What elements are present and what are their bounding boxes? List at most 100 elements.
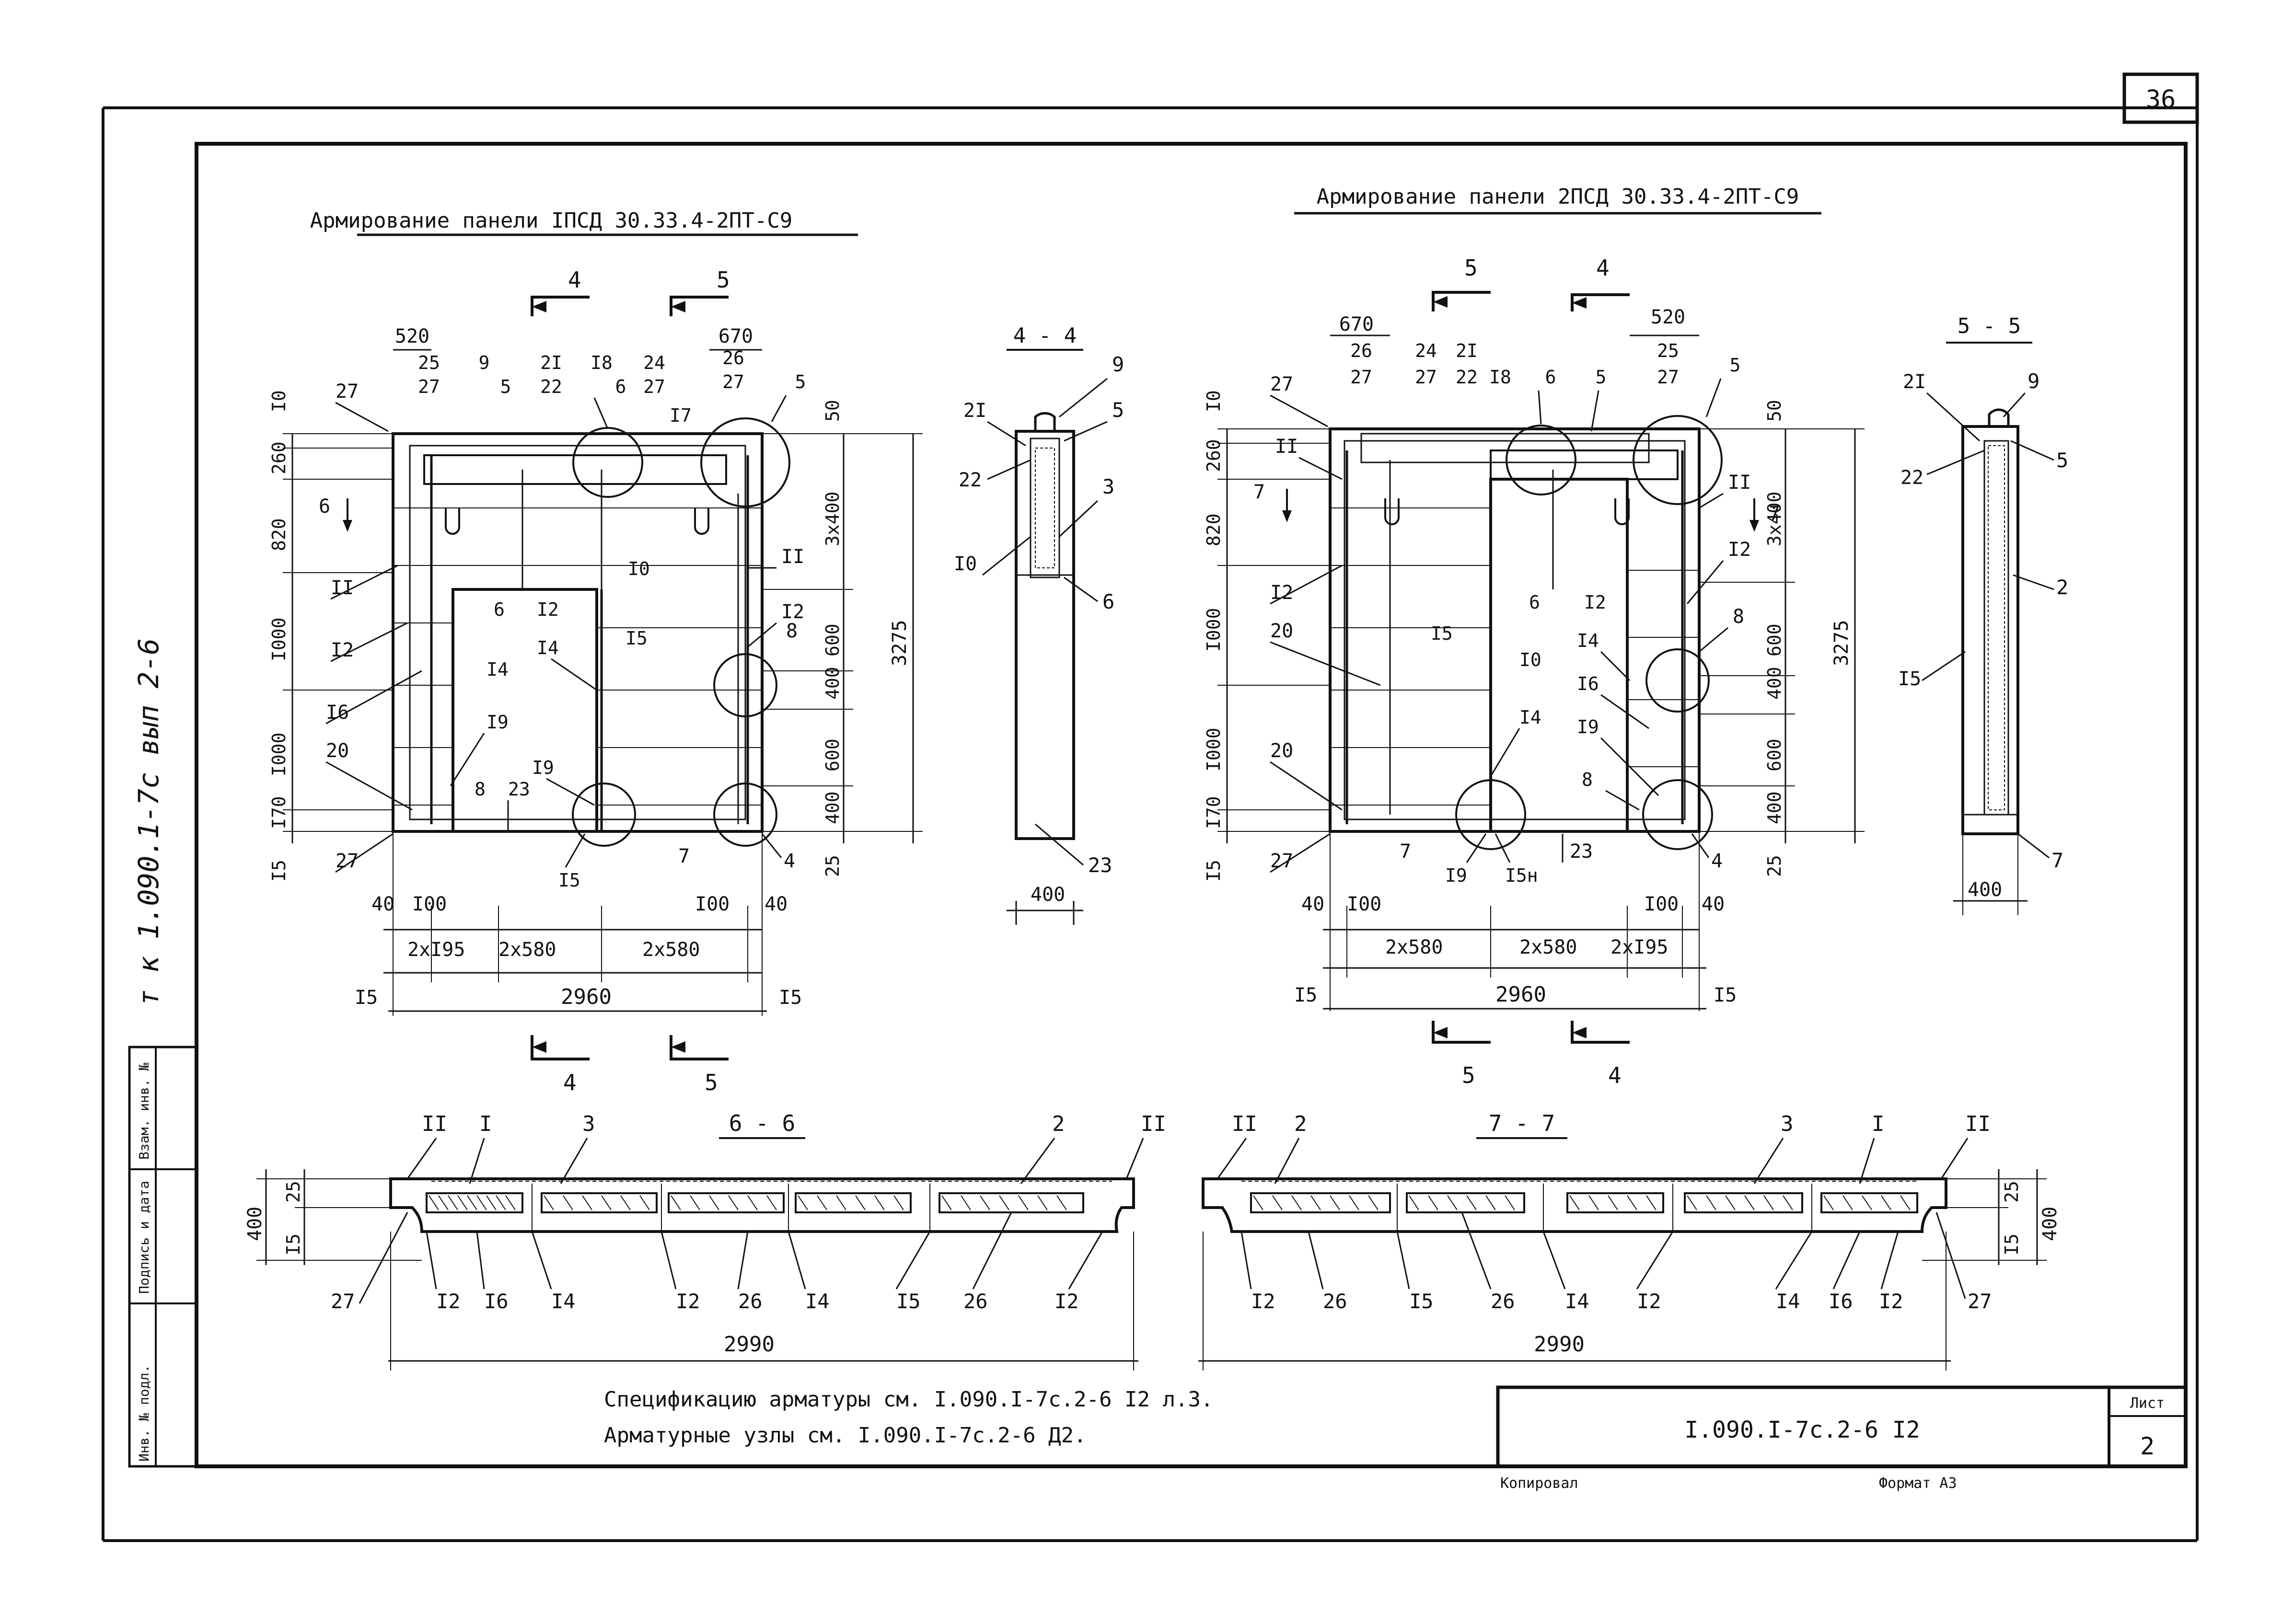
panel-left-bottom-dims: 40 I00 2xI95 2x580 2x580 I00 40 2960 I5 … (355, 831, 802, 1016)
svg-text:26: 26 (1491, 1290, 1515, 1313)
svg-text:27: 27 (1657, 367, 1679, 388)
svg-text:2960: 2960 (561, 985, 612, 1009)
svg-text:400: 400 (1764, 667, 1785, 700)
svg-text:I5: I5 (1898, 668, 1921, 690)
svg-text:27: 27 (1968, 1290, 1992, 1313)
svg-text:40: 40 (371, 893, 394, 915)
title-sheet-number: 2 (2140, 1432, 2155, 1460)
svg-text:I0: I0 (1203, 390, 1224, 412)
svg-text:22: 22 (959, 469, 982, 491)
svg-text:I000: I000 (1203, 608, 1224, 652)
svg-text:400: 400 (822, 667, 843, 700)
svg-text:7: 7 (1400, 841, 1411, 863)
svg-text:I0: I0 (1519, 649, 1541, 670)
panel-left-side-labels: 27 II I2 I6 20 27 (325, 380, 422, 873)
note-spec: Спецификацию арматуры см. I.090.I-7с.2-6… (604, 1387, 1214, 1412)
title-copied: Копировал (1500, 1475, 1578, 1492)
svg-text:3x400: 3x400 (822, 492, 843, 546)
svg-text:260: 260 (268, 441, 290, 474)
svg-text:520: 520 (1651, 306, 1685, 328)
section-7-7-top-labels: II 2 3 I II (1217, 1112, 1991, 1184)
svg-text:27: 27 (336, 380, 359, 403)
note-nodes: Арматурные узлы см. I.090.I-7с.2-6 Д2. (604, 1423, 1087, 1448)
svg-text:7: 7 (2051, 849, 2063, 872)
svg-text:5: 5 (2056, 449, 2068, 472)
side-label-repl: Взам. инв. № (136, 1063, 152, 1160)
title-sheet-label: Лист (2130, 1395, 2165, 1412)
svg-text:5: 5 (500, 376, 511, 397)
svg-text:26: 26 (722, 347, 744, 369)
section-4-4-title: 4 - 4 (1013, 323, 1077, 348)
svg-text:I9: I9 (1445, 865, 1467, 886)
svg-text:I5: I5 (1431, 623, 1453, 644)
svg-text:II: II (422, 1112, 447, 1136)
svg-text:I0: I0 (268, 390, 290, 412)
svg-text:2I: 2I (963, 400, 986, 422)
panel-left-top-dims: 520 670 25 27 9 2I 22 I8 24 27 26 27 5 6… (393, 325, 806, 429)
svg-text:670: 670 (1339, 313, 1374, 335)
svg-text:4: 4 (563, 1070, 577, 1095)
svg-text:I5: I5 (1294, 984, 1317, 1006)
svg-text:I00: I00 (695, 893, 730, 915)
svg-text:6: 6 (494, 599, 505, 620)
section-7-7-insulation (1250, 1192, 1918, 1213)
svg-text:I2: I2 (436, 1290, 461, 1313)
svg-text:I8: I8 (1489, 367, 1511, 388)
svg-text:I2: I2 (1584, 592, 1606, 613)
svg-text:2990: 2990 (724, 1332, 775, 1357)
svg-text:5: 5 (795, 371, 806, 392)
svg-text:24: 24 (1415, 340, 1437, 361)
svg-text:I6: I6 (1577, 673, 1599, 694)
svg-text:4: 4 (784, 850, 795, 872)
svg-text:40: 40 (1301, 893, 1324, 915)
svg-text:27: 27 (336, 850, 359, 872)
svg-text:5: 5 (717, 267, 730, 293)
svg-text:2x580: 2x580 (498, 939, 556, 961)
svg-text:20: 20 (1270, 620, 1293, 642)
svg-text:I5: I5 (268, 860, 290, 882)
svg-text:23: 23 (1088, 853, 1112, 877)
svg-text:22: 22 (540, 376, 562, 397)
svg-text:5: 5 (1596, 367, 1607, 388)
svg-text:7: 7 (1253, 481, 1265, 503)
title-format: Формат А3 (1879, 1475, 1957, 1492)
svg-text:820: 820 (268, 518, 290, 551)
svg-text:I4: I4 (487, 659, 509, 680)
svg-text:5: 5 (1112, 398, 1124, 422)
svg-text:8: 8 (1582, 769, 1593, 790)
svg-text:27: 27 (643, 376, 665, 397)
svg-text:I000: I000 (268, 732, 290, 776)
svg-text:2I: 2I (1456, 340, 1478, 361)
svg-text:26: 26 (1350, 340, 1372, 361)
svg-text:25: 25 (1764, 855, 1785, 877)
svg-text:I7: I7 (670, 405, 692, 426)
svg-text:23: 23 (508, 779, 530, 800)
panel-right-inner-labels: II 7 I2 I5 6 I0 I2 I4 I6 8 I9 I4 8 I9 I5… (1400, 472, 1780, 886)
svg-text:2I: 2I (540, 352, 562, 373)
panel-left-left-dims: I0 260 820 I000 I000 I70 I5 (268, 390, 393, 882)
svg-text:820: 820 (1203, 513, 1224, 546)
svg-text:670: 670 (718, 325, 753, 347)
svg-text:27: 27 (1270, 850, 1293, 872)
svg-text:I00: I00 (412, 893, 447, 915)
svg-text:22: 22 (1900, 467, 1923, 489)
panel-right-outline (1329, 415, 1723, 850)
section-7-7-title: 7 - 7 (1489, 1110, 1555, 1136)
svg-text:I5: I5 (558, 870, 580, 891)
svg-text:400: 400 (1764, 791, 1785, 824)
svg-text:600: 600 (822, 738, 843, 772)
svg-text:I0: I0 (954, 553, 977, 575)
panel-left: Армирование панели IПСД 30.33.4-2ПТ-С9 4… (268, 208, 923, 1095)
side-label-inv: Инв. № подл. (136, 1365, 152, 1462)
side-label-sign: Подпись и дата (136, 1181, 152, 1294)
svg-text:I70: I70 (268, 796, 290, 829)
panel-right-title: Армирование панели 2ПСД 30.33.4-2ПТ-С9 (1317, 184, 1799, 209)
svg-text:6: 6 (1529, 592, 1540, 613)
svg-text:I2: I2 (1251, 1290, 1275, 1313)
svg-text:25: 25 (283, 1181, 304, 1203)
svg-text:I4: I4 (1577, 630, 1599, 651)
svg-text:I2: I2 (781, 601, 804, 623)
svg-text:2xI95: 2xI95 (407, 939, 465, 961)
svg-text:I5: I5 (1714, 984, 1737, 1006)
